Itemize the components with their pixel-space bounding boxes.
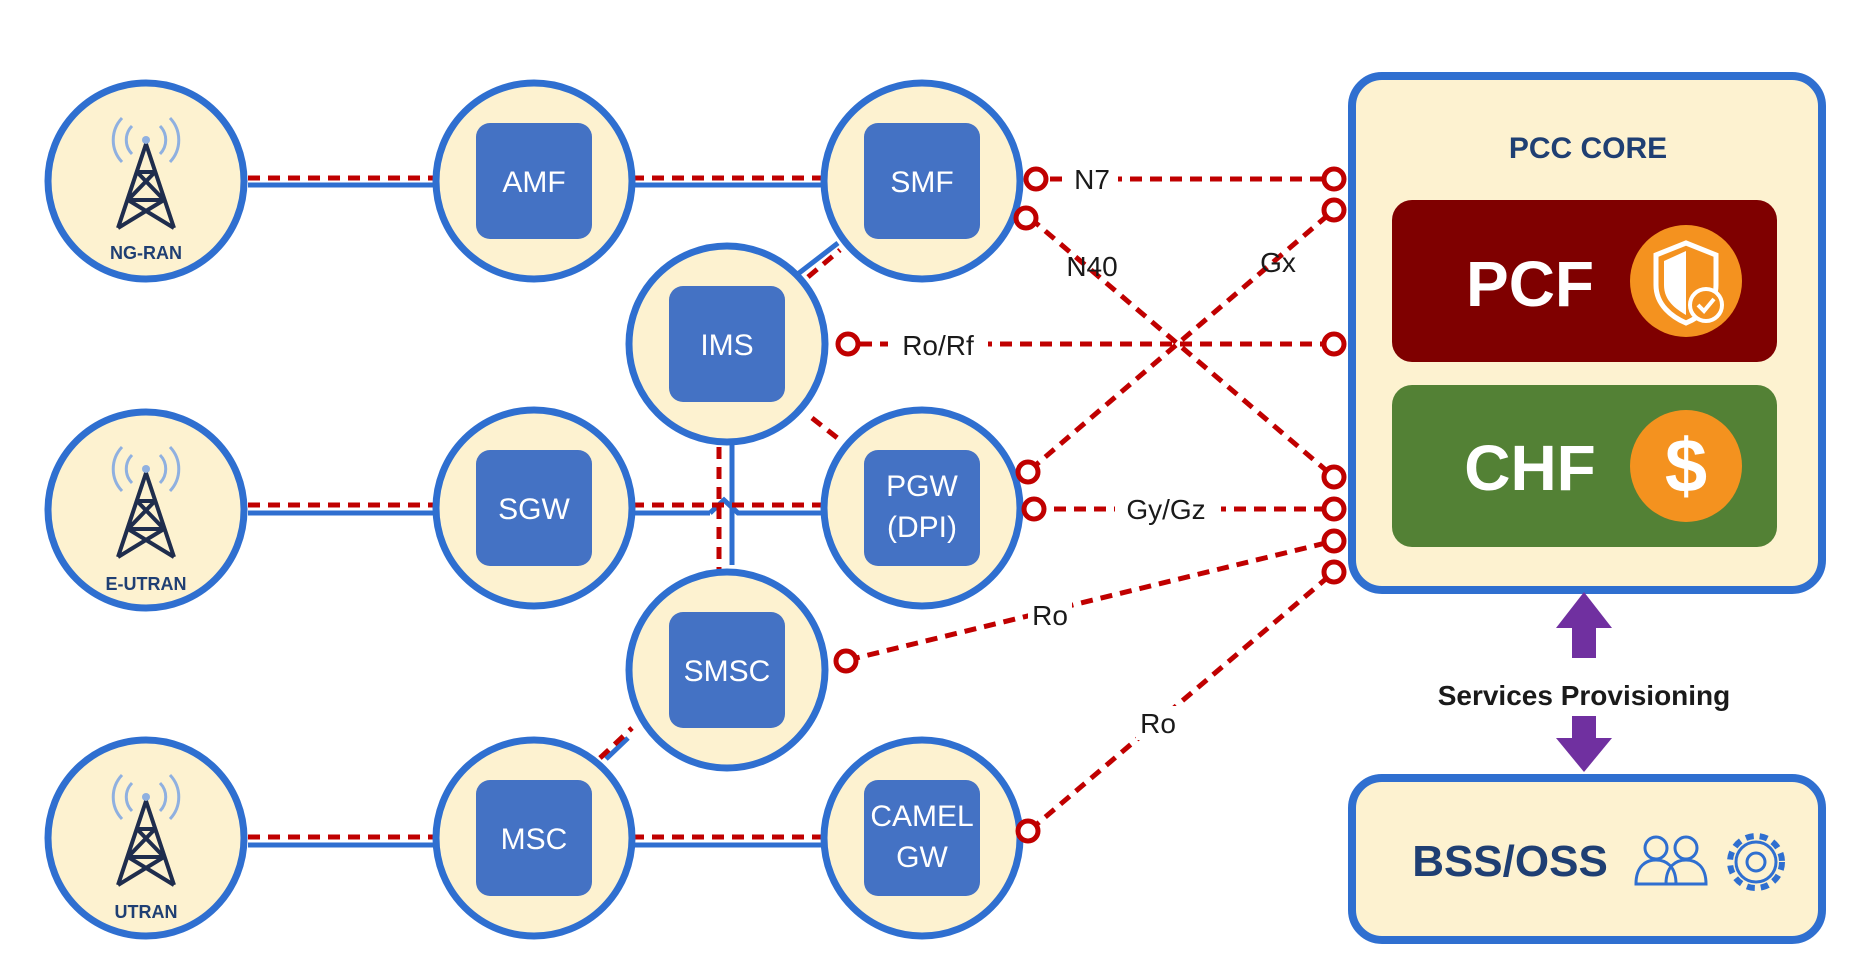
pcf-block: PCF (1392, 200, 1777, 362)
ring-ims-rorf (835, 331, 861, 357)
users-icon (1634, 835, 1708, 886)
site-label-utran: UTRAN (115, 902, 178, 922)
amf-label: AMF (502, 166, 565, 199)
shield-check-icon (1630, 225, 1742, 337)
node-ims: IMS (625, 242, 829, 446)
ring-pgw-gx (1015, 459, 1041, 485)
node-smsc: SMSC (625, 568, 829, 772)
smf-label: SMF (890, 166, 953, 199)
label-ro-smsc: Ro (1032, 600, 1068, 631)
pcf-label: PCF (1466, 248, 1594, 320)
node-msc: MSC (432, 736, 636, 940)
ring-camel-ro (1015, 818, 1041, 844)
ring-core-n40 (1321, 464, 1347, 490)
ring-core-gx (1321, 197, 1347, 223)
pgw-label: PGW (886, 470, 958, 503)
site-e-utran: E-UTRAN (44, 408, 248, 612)
gear-icon (1727, 833, 1785, 891)
sgw-label: SGW (498, 493, 570, 526)
connector-rings (833, 166, 1347, 844)
node-camel-gw: CAMEL GW (820, 736, 1024, 940)
site-label-ng-ran: NG-RAN (110, 243, 182, 263)
smsc-label: SMSC (684, 655, 771, 688)
ring-smf-n40 (1013, 205, 1039, 231)
pcc-core-title: PCC CORE (1509, 132, 1667, 165)
radio-tower-icon (111, 445, 181, 559)
node-pgw: PGW (DPI) (820, 406, 1024, 610)
ring-core-gygz (1321, 496, 1347, 522)
node-smf: SMF (820, 79, 1024, 283)
ring-core-ro-camel (1321, 559, 1347, 585)
solid-links (248, 182, 840, 848)
node-sgw: SGW (432, 406, 636, 610)
svg-text:$: $ (1665, 424, 1707, 509)
ring-core-n7 (1321, 166, 1347, 192)
provisioning-label: Services Provisioning (1438, 680, 1731, 711)
label-gx: Gx (1260, 247, 1296, 278)
radio-tower-icon (111, 116, 181, 230)
site-utran: UTRAN (44, 736, 248, 940)
label-rorf: Ro/Rf (902, 330, 974, 361)
ring-pgw-gygz (1021, 496, 1047, 522)
camel-sublabel: GW (896, 841, 948, 874)
pcc-core: PCC CORE PCF CHF $ (1348, 72, 1826, 594)
ring-core-ro-smsc (1321, 528, 1347, 554)
pgw-sublabel: (DPI) (887, 511, 957, 544)
label-ro-camel: Ro (1140, 708, 1176, 739)
bss-oss-label: BSS/OSS (1412, 837, 1608, 886)
node-amf: AMF (432, 79, 636, 283)
dollar-coin-icon: $ (1630, 410, 1742, 522)
radio-tower-icon (111, 773, 181, 887)
label-n7: N7 (1074, 164, 1110, 195)
msc-label: MSC (501, 823, 568, 856)
site-label-e-utran: E-UTRAN (106, 574, 187, 594)
ring-core-rorf (1321, 331, 1347, 357)
camel-label: CAMEL (870, 800, 973, 833)
site-ng-ran: NG-RAN (44, 79, 248, 283)
bss-oss: BSS/OSS (1348, 774, 1826, 944)
ring-smf-n7 (1023, 166, 1049, 192)
dashed-links (248, 175, 1336, 840)
ims-label: IMS (700, 329, 753, 362)
interface-labels: N7 N40 Gx Ro/Rf Gy/Gz Ro Ro (888, 160, 1296, 740)
ring-smsc-ro (833, 648, 859, 674)
label-gygz: Gy/Gz (1126, 494, 1205, 525)
label-n40: N40 (1066, 251, 1117, 282)
provisioning-arrow: Services Provisioning (1438, 592, 1731, 772)
chf-label: CHF (1464, 432, 1596, 504)
chf-block: CHF $ (1392, 385, 1777, 547)
